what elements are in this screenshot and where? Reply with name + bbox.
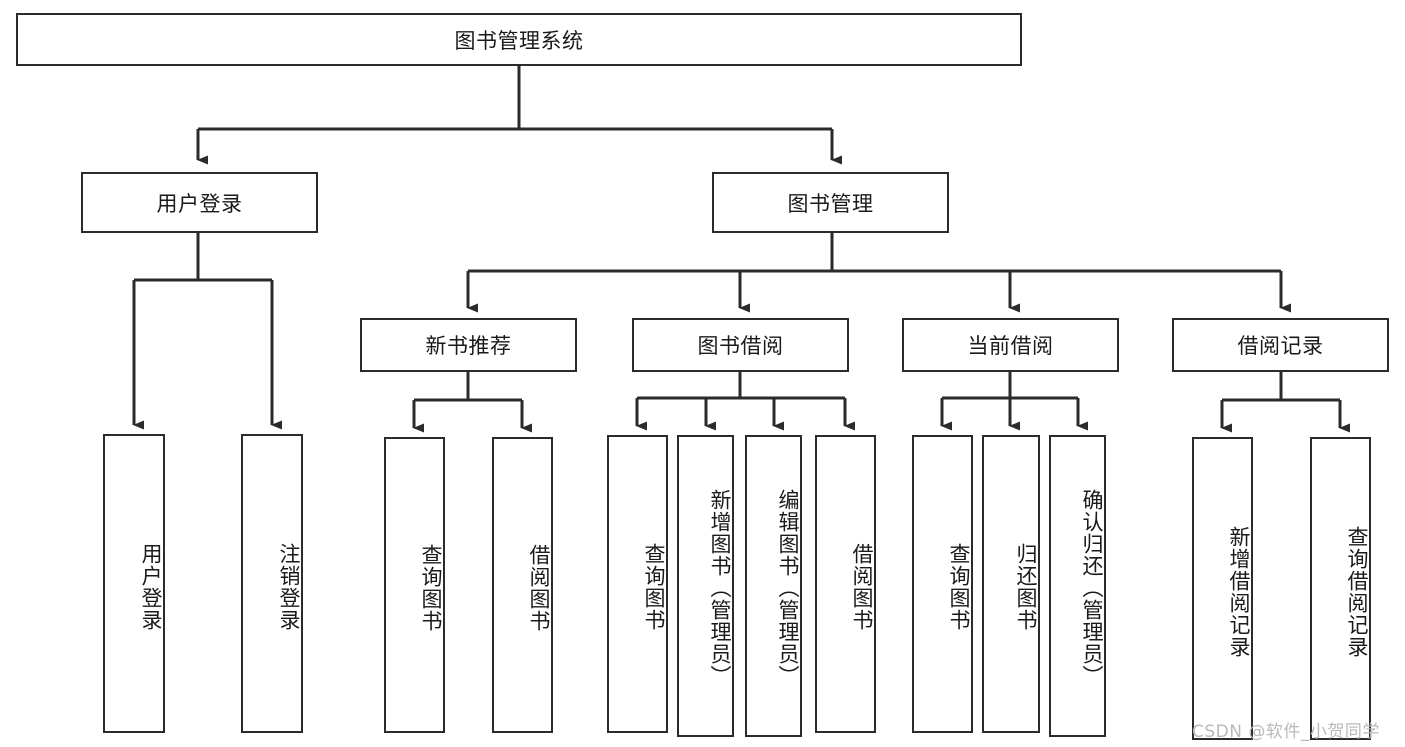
node-label: 查询图书 bbox=[419, 544, 443, 632]
node-label: 新增图书（管理员） bbox=[708, 489, 732, 687]
node-label: 归还图书 bbox=[1014, 543, 1038, 631]
node-leaf-add-borrow-record[interactable]: 新增借阅记录 bbox=[1192, 437, 1253, 740]
node-leaf-logout-login[interactable]: 注销登录 bbox=[241, 434, 303, 733]
node-leaf-confirm-return[interactable]: 确认归还（管理员） bbox=[1049, 435, 1106, 737]
node-leaf-return-book[interactable]: 归还图书 bbox=[982, 435, 1040, 733]
csdn-watermark: CSDN @软件_小贺同学 bbox=[1192, 722, 1380, 742]
node-label: 新增借阅记录 bbox=[1227, 525, 1251, 658]
node-leaf-query-book-current[interactable]: 查询图书 bbox=[912, 435, 973, 733]
node-current-borrow[interactable]: 当前借阅 bbox=[902, 318, 1119, 372]
node-label: 查询借阅记录 bbox=[1345, 525, 1369, 658]
node-label: 当前借阅 bbox=[967, 334, 1054, 358]
node-new-book-recommend[interactable]: 新书推荐 bbox=[360, 318, 577, 372]
node-label: 注销登录 bbox=[277, 542, 301, 631]
node-label: 借阅图书 bbox=[850, 543, 874, 631]
node-label: 借阅图书 bbox=[527, 544, 551, 632]
node-root-book-management-system[interactable]: 图书管理系统 bbox=[16, 13, 1022, 66]
node-leaf-add-book[interactable]: 新增图书（管理员） bbox=[677, 435, 734, 737]
node-leaf-query-book-borrow[interactable]: 查询图书 bbox=[607, 435, 668, 733]
node-leaf-user-login[interactable]: 用户登录 bbox=[103, 434, 165, 733]
node-label: 图书管理 bbox=[787, 191, 874, 216]
node-leaf-borrow-book[interactable]: 借阅图书 bbox=[815, 435, 876, 733]
node-leaf-query-book-recommend[interactable]: 查询图书 bbox=[384, 437, 445, 733]
node-label: 用户登录 bbox=[156, 191, 243, 216]
node-label: 借阅记录 bbox=[1237, 334, 1324, 358]
node-borrow-record[interactable]: 借阅记录 bbox=[1172, 318, 1389, 372]
node-label: 编辑图书（管理员） bbox=[776, 489, 800, 687]
node-user-login[interactable]: 用户登录 bbox=[81, 172, 318, 233]
node-label: 查询图书 bbox=[642, 543, 666, 631]
node-label: 新书推荐 bbox=[425, 334, 512, 358]
node-leaf-borrow-book-recommend[interactable]: 借阅图书 bbox=[492, 437, 553, 733]
node-label: 用户登录 bbox=[139, 542, 163, 631]
node-label: 图书借阅 bbox=[697, 334, 784, 358]
node-leaf-edit-book[interactable]: 编辑图书（管理员） bbox=[745, 435, 802, 737]
node-label: 确认归还（管理员） bbox=[1080, 489, 1104, 687]
node-leaf-query-borrow-record[interactable]: 查询借阅记录 bbox=[1310, 437, 1371, 740]
node-book-management[interactable]: 图书管理 bbox=[712, 172, 949, 233]
node-label: 图书管理系统 bbox=[454, 28, 584, 53]
node-label: 查询图书 bbox=[947, 543, 971, 631]
node-book-borrow[interactable]: 图书借阅 bbox=[632, 318, 849, 372]
